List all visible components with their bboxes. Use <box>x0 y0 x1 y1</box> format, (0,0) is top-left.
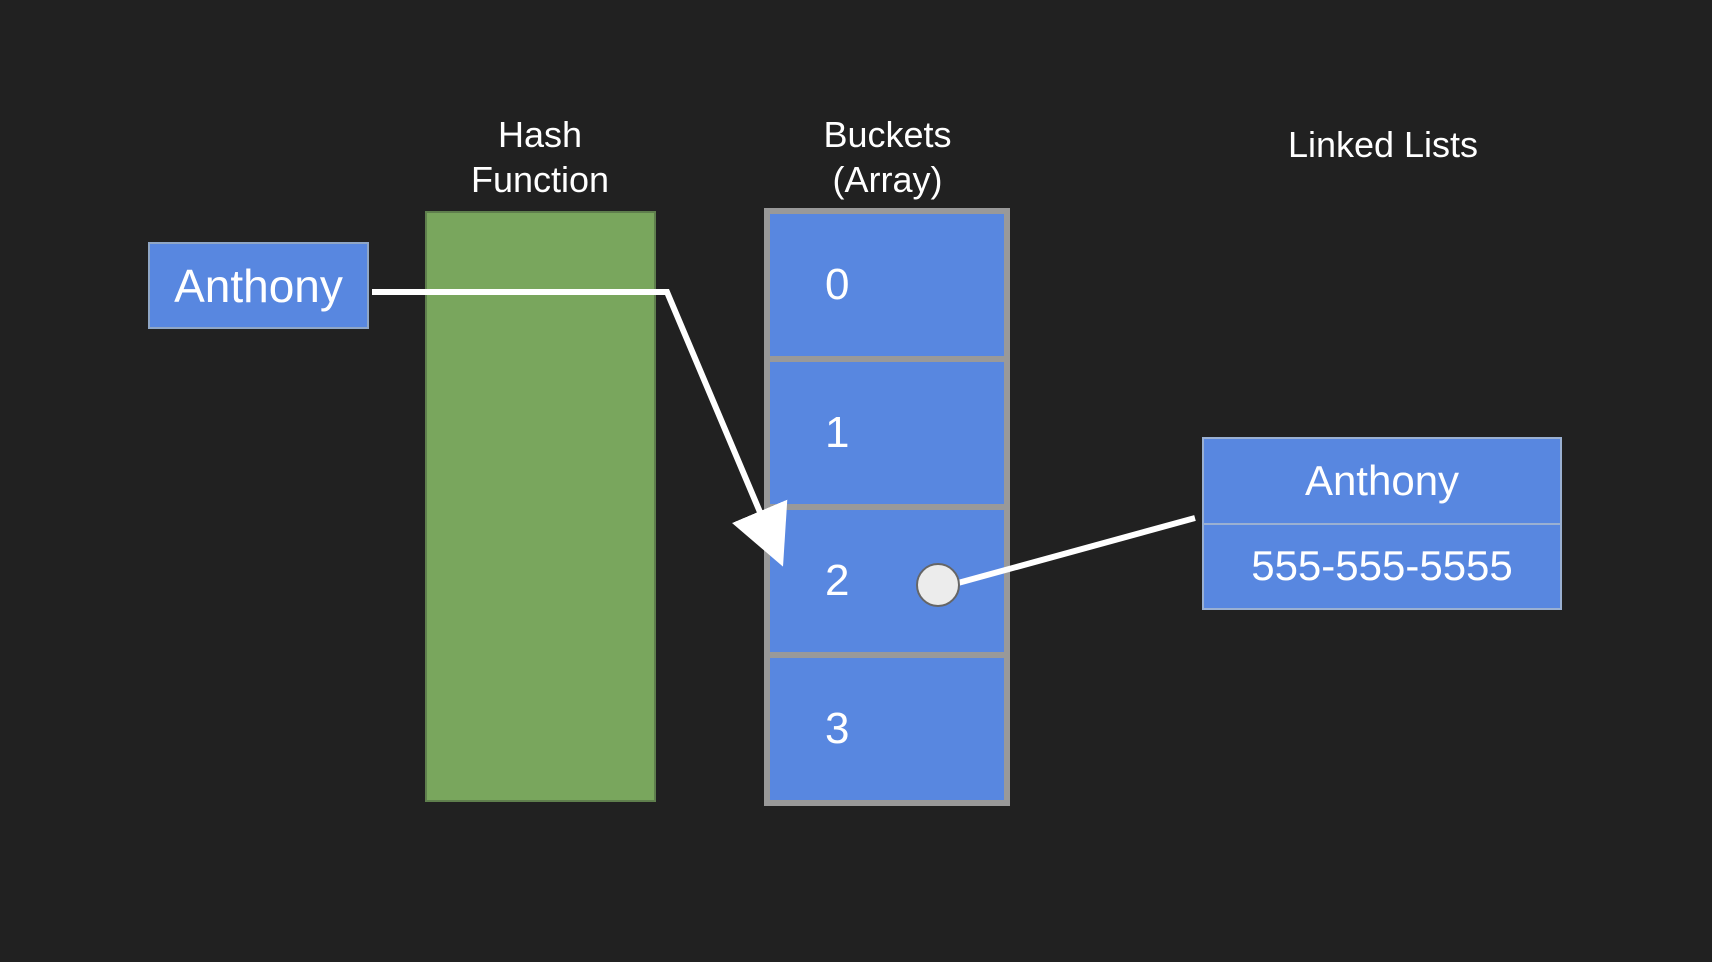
bucket-index: 0 <box>825 260 850 309</box>
key-text: Anthony <box>174 259 343 312</box>
node-divider <box>1204 522 1560 525</box>
bucket-0: 0 <box>770 214 1004 356</box>
linked-lists-label: Linked Lists <box>1287 124 1479 165</box>
bucket-array: 0 1 2 3 <box>764 208 1010 806</box>
hash-function-box <box>425 211 656 802</box>
bucket-1: 1 <box>770 362 1004 504</box>
bucket-2: 2 <box>770 510 1004 652</box>
buckets-label: Buckets (Array) <box>823 114 952 200</box>
bucket-index: 2 <box>825 556 850 605</box>
bucket-index: 1 <box>825 408 850 457</box>
hash-function-label: Hash Function <box>470 114 610 200</box>
key-box: Anthony <box>148 242 369 329</box>
node-phone: 555-555-5555 <box>1251 542 1513 590</box>
bucket-index: 3 <box>825 704 850 753</box>
linked-list-node: Anthony 555-555-5555 <box>1202 437 1562 610</box>
node-name: Anthony <box>1304 456 1460 504</box>
bucket-pointer-dot <box>916 563 960 607</box>
bucket-3: 3 <box>770 658 1004 800</box>
